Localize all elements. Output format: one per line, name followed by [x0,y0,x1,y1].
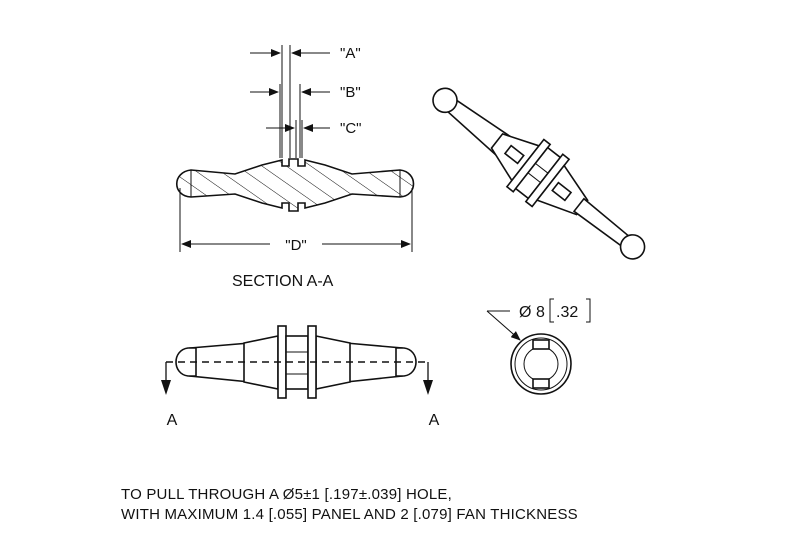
side-view: A A [161,325,440,429]
section-a-a-view: "A" "B" "C" "D" SECTI [175,45,415,290]
isometric-view [432,87,646,260]
end-view: Ø 8 .32 [486,298,591,395]
dimension-a-label: "A" [340,45,361,62]
dimension-b: "B" [250,84,361,158]
dimension-a: "A" [250,45,361,158]
dimension-d: "D" [179,188,413,254]
diameter-inch: .32 [556,304,578,321]
dimension-c: "C" [266,120,361,158]
section-marker-left: A [167,412,178,429]
section-title: SECTION A-A [232,273,334,290]
section-marker-right: A [429,412,440,429]
dimension-b-label: "B" [340,84,361,101]
note-line-1: TO PULL THROUGH A Ø5±1 [.197±.039] HOLE, [121,486,452,503]
rivet-section [175,158,415,212]
dimension-d-label: "D" [285,237,306,254]
diameter-value: 8 [536,304,545,321]
diameter-symbol: Ø [519,304,531,321]
dimension-c-label: "C" [340,120,361,137]
note-line-2: WITH MAXIMUM 1.4 [.055] PANEL AND 2 [.07… [121,506,578,523]
